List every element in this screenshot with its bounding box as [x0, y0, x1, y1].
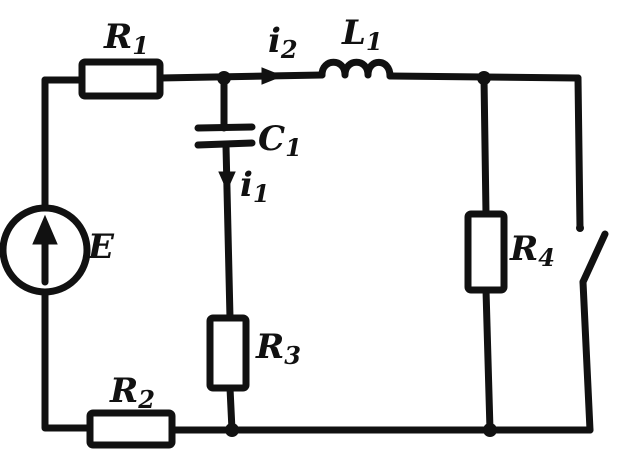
- wire-branch-r4-bottom: [482, 286, 494, 434]
- label-r3: R3: [255, 327, 301, 370]
- label-c1: C1: [258, 119, 302, 162]
- label-i2: i2: [268, 21, 298, 64]
- inductor-l1: [318, 58, 394, 80]
- label-r1: R1: [103, 17, 149, 60]
- junction-bottom-r3: [225, 423, 239, 437]
- resistor-r1: [78, 58, 164, 100]
- label-r4: R4: [509, 229, 555, 272]
- label-e: E: [87, 227, 115, 267]
- current-arrow-i1: [218, 171, 236, 192]
- label-i1: i1: [240, 165, 270, 208]
- switch-contact: [576, 224, 584, 232]
- wire-top-middle: [156, 71, 326, 82]
- resistor-r2: [86, 409, 176, 449]
- junction-bottom-r4: [483, 423, 497, 437]
- junction-top-r4: [477, 71, 491, 85]
- capacitor-c1-plate-top: [194, 123, 256, 132]
- junction-top-c1: [217, 71, 231, 85]
- wire-left-lower: [41, 288, 94, 432]
- wire-branch-r3-bottom: [226, 384, 236, 434]
- resistor-r3: [206, 314, 250, 392]
- wire-switch-bottom: [579, 278, 594, 434]
- voltage-source-e-arrowhead: [32, 214, 58, 245]
- wire-switch-top: [574, 74, 584, 232]
- switch-blade: [579, 230, 609, 286]
- label-r2: R2: [109, 371, 155, 414]
- resistor-r4: [464, 210, 508, 294]
- wire-branch-r4-top: [480, 74, 490, 218]
- capacitor-c1-plate-bottom: [194, 139, 256, 149]
- label-l1: L1: [341, 13, 383, 56]
- current-arrow-i2: [261, 67, 284, 85]
